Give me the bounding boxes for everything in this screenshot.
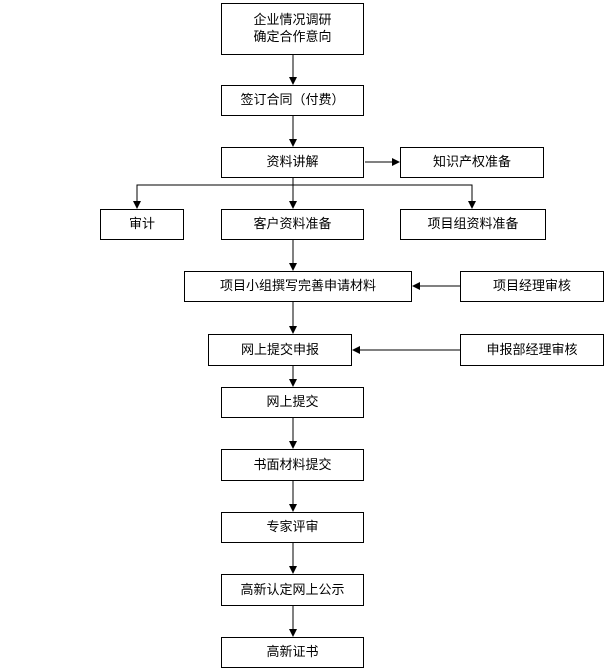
node-client-prep: 客户资料准备 <box>221 209 364 240</box>
node-write-materials: 项目小组撰写完善申请材料 <box>184 271 412 302</box>
node-dept-review: 申报部经理审核 <box>460 334 604 366</box>
node-survey-line2: 确定合作意向 <box>253 30 332 45</box>
node-online-declare: 网上提交申报 <box>208 334 352 366</box>
node-certificate: 高新证书 <box>221 637 364 668</box>
node-expert-review: 专家评审 <box>221 512 364 543</box>
node-paper-submit: 书面材料提交 <box>221 449 364 481</box>
node-explain: 资料讲解 <box>221 147 364 178</box>
node-team-prep: 项目组资料准备 <box>400 209 546 240</box>
node-survey: 企业情况调研 确定合作意向 <box>221 3 364 55</box>
node-survey-line1: 企业情况调研 <box>253 13 332 28</box>
node-publicity: 高新认定网上公示 <box>221 574 364 606</box>
node-pm-review: 项目经理审核 <box>460 271 604 302</box>
node-contract: 签订合同（付费） <box>221 85 364 116</box>
arrow-explain-to-team-prep <box>293 184 476 209</box>
arrow-explain-to-audit <box>133 184 293 209</box>
node-audit: 审计 <box>100 209 184 240</box>
node-online-submit: 网上提交 <box>221 387 364 418</box>
node-ip-prep: 知识产权准备 <box>400 147 544 178</box>
